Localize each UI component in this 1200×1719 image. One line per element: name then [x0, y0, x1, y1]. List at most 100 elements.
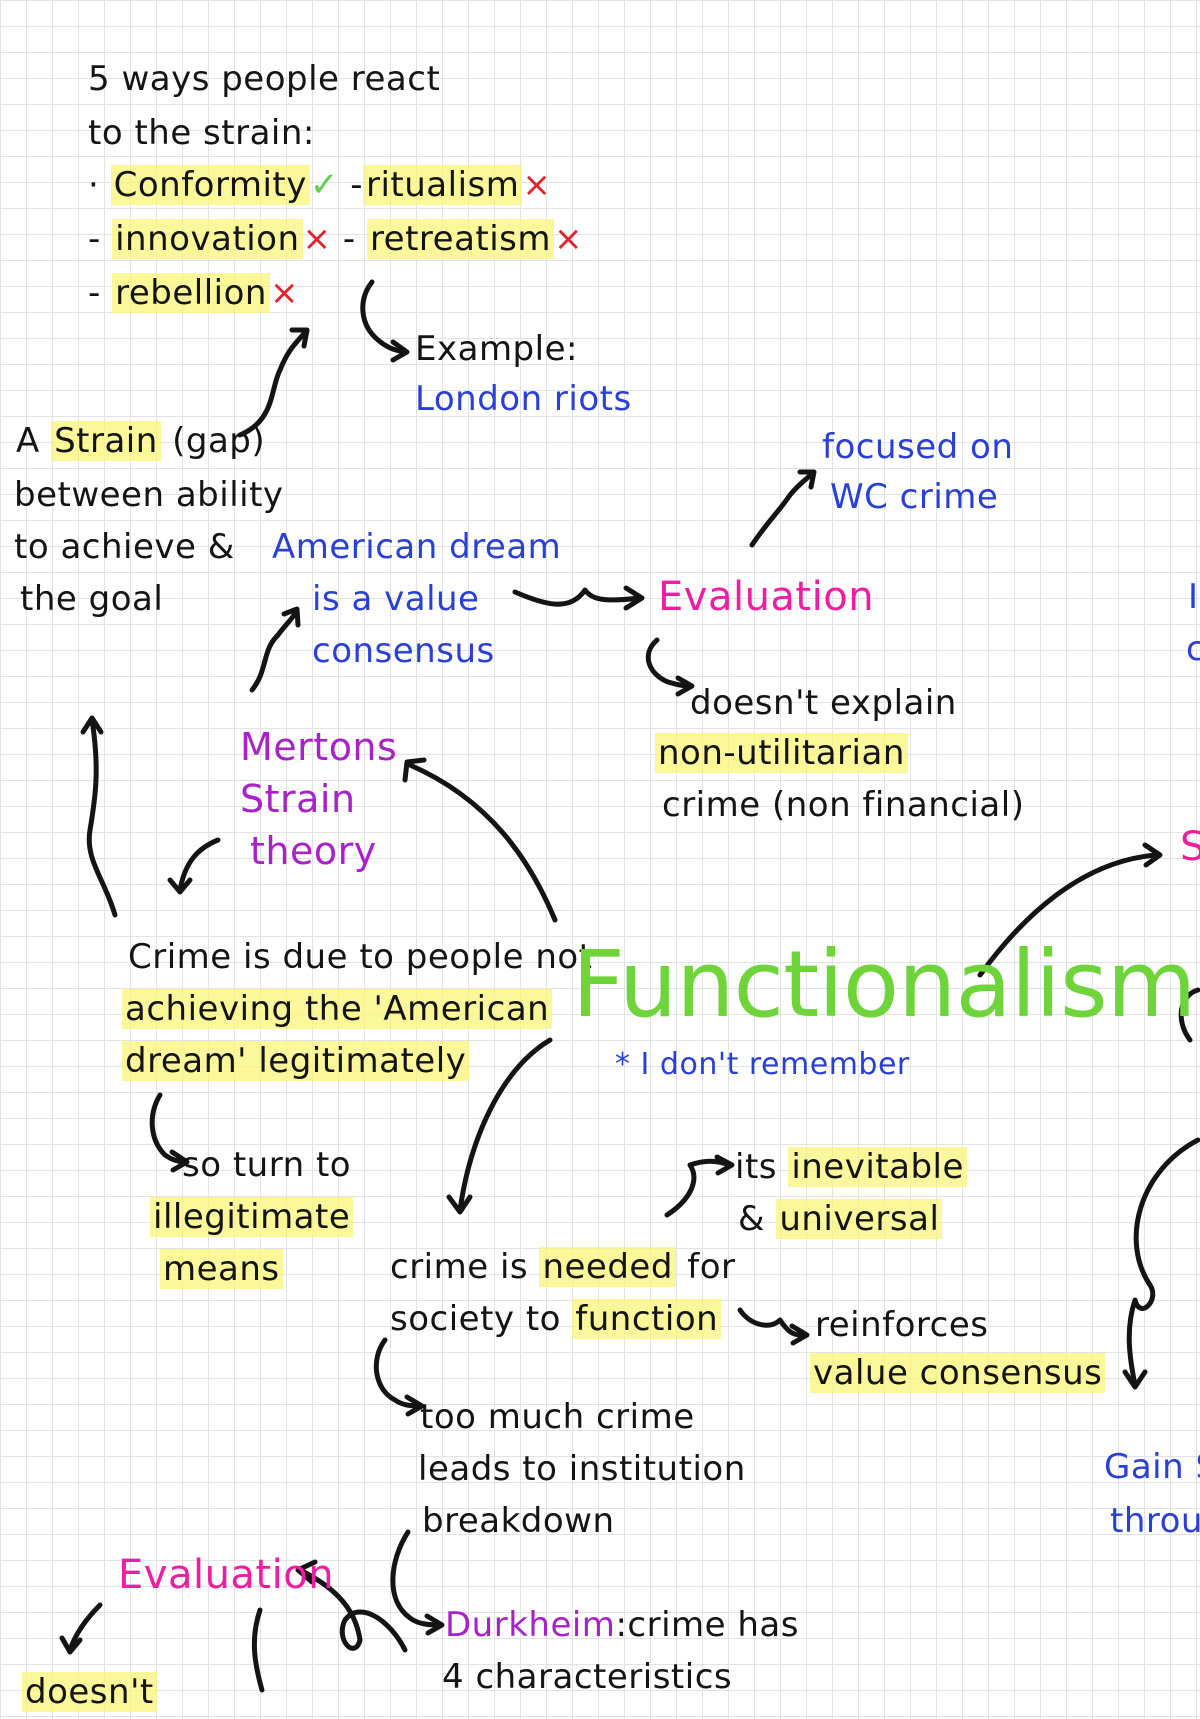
- edge-right-text: I: [1188, 577, 1199, 617]
- crime-due-highlight: dream' legitimately: [122, 1041, 470, 1081]
- evaluation-top-line: crime (non financial): [662, 785, 1025, 825]
- list-dash: -: [350, 165, 363, 205]
- arrow-crime-to-merton: [177, 837, 221, 893]
- inevitable-highlight: inevitable: [788, 1147, 967, 1187]
- arrow-evaluation-left: [67, 1602, 103, 1653]
- evaluation-bottom-highlight: doesn't: [22, 1672, 157, 1712]
- crime-needed-pre: society to: [390, 1299, 561, 1339]
- reinforces-line: reinforces: [815, 1305, 989, 1345]
- strain-def-line: the goal: [20, 579, 164, 619]
- reinforces-line: value consensus: [810, 1346, 1106, 1400]
- illegit-highlight: means: [160, 1249, 283, 1289]
- arrow-toomuch-to-durkheim: [390, 1529, 443, 1628]
- illegit-line: so turn to: [182, 1145, 352, 1185]
- strain-reactions-title: 5 ways people react: [88, 59, 441, 99]
- durkheim-line: Durkheim:crime has: [445, 1598, 799, 1652]
- evaluation-title-bottom: Evaluation: [118, 1552, 335, 1598]
- strain-def-gap: (gap): [172, 421, 266, 461]
- arrow-right-curve: [1126, 1137, 1200, 1388]
- reaction-ritualism: ritualism: [362, 165, 523, 205]
- too-much-line: breakdown: [422, 1501, 615, 1541]
- american-dream-line: American dream: [272, 527, 562, 567]
- evaluation-top-line: doesn't explain: [690, 683, 957, 723]
- strain-reactions-title: to the strain:: [88, 113, 315, 153]
- too-much-line: too much crime: [420, 1397, 695, 1437]
- inevitable-line: its inevitable: [735, 1140, 967, 1194]
- list-dash: -: [342, 219, 356, 259]
- edge-right-text: c: [1186, 629, 1200, 669]
- example-label: Example:: [415, 329, 578, 369]
- too-much-line: leads to institution: [418, 1449, 746, 1489]
- american-dream-line: is a value: [312, 579, 480, 619]
- illegit-highlight: illegitimate: [150, 1197, 354, 1237]
- focused-line: focused on: [822, 427, 1014, 467]
- crime-due-line: Crime is due to people not: [128, 937, 593, 977]
- functionalism-note: * I don't remember: [615, 1047, 910, 1082]
- arrow-left-up: [86, 717, 118, 918]
- crime-needed-highlight: needed: [539, 1247, 676, 1287]
- reaction-rebellion: rebellion: [112, 273, 270, 313]
- crime-needed-post: for: [687, 1247, 736, 1287]
- edge-right-text: Gain S: [1104, 1447, 1200, 1487]
- reinforces-highlight: value consensus: [810, 1353, 1106, 1393]
- evaluation-top-highlight: non-utilitarian: [655, 733, 908, 773]
- strain-def-line: to achieve &: [14, 527, 235, 567]
- crime-due-highlight: achieving the 'American: [122, 989, 553, 1029]
- illegit-line: means: [160, 1242, 283, 1296]
- arrow-evaluation-hook: [645, 637, 693, 689]
- durkheim-line: 4 characteristics: [442, 1657, 733, 1697]
- universal-highlight: universal: [776, 1199, 943, 1239]
- arrow-needed-to-toomuch: [373, 1337, 423, 1409]
- arrow-functionalism-to-merton: [407, 762, 558, 923]
- edge-right-text: throu: [1110, 1501, 1200, 1541]
- crime-due-line: achieving the 'American: [122, 982, 553, 1036]
- arrow-dream-to-evaluation: [512, 587, 643, 607]
- cross-icon: ×: [302, 219, 332, 259]
- arrow-evaluation-to-focused: [749, 471, 815, 548]
- arrow-functionalism-to-needed: [457, 1037, 553, 1213]
- evaluation-title-top: Evaluation: [658, 574, 875, 620]
- arrow-function-to-reinforces: [737, 1307, 808, 1338]
- strain-def-a: A: [16, 421, 40, 461]
- list-dash: -: [88, 219, 101, 259]
- merton-line: theory: [250, 829, 377, 873]
- focused-line: WC crime: [830, 477, 999, 517]
- crime-needed-line: crime is needed for: [390, 1240, 735, 1294]
- inevitable-amp: &: [738, 1199, 766, 1239]
- cross-icon: ×: [522, 165, 552, 205]
- illegit-line: illegitimate: [150, 1190, 354, 1244]
- functionalism-title: Functionalism: [572, 931, 1196, 1038]
- cross-icon: ×: [554, 219, 584, 259]
- reaction-row: · Conformity✓ -ritualism×: [88, 158, 551, 212]
- edge-right-text: S: [1180, 824, 1200, 870]
- inevitable-line: & universal: [738, 1192, 943, 1246]
- arrow-evaluation-down: [251, 1607, 265, 1693]
- strain-def-line: between ability: [14, 475, 284, 515]
- strain-def-line: A Strain (gap): [16, 414, 265, 468]
- reaction-conformity: Conformity: [110, 165, 310, 205]
- crime-needed-line: society to function: [390, 1292, 722, 1346]
- function-highlight: function: [572, 1299, 722, 1339]
- durkheim-text: :crime has: [615, 1605, 799, 1645]
- arrow-needed-to-inevitable: [664, 1158, 733, 1218]
- crime-needed-pre: crime is: [390, 1247, 529, 1287]
- strain-def-highlight: Strain: [51, 421, 161, 461]
- american-dream-line: consensus: [312, 631, 495, 671]
- merton-line: Strain: [240, 777, 356, 821]
- reaction-innovation: innovation: [112, 219, 303, 259]
- list-dash: -: [88, 273, 101, 313]
- crime-due-line: dream' legitimately: [122, 1034, 470, 1088]
- cross-icon: ×: [269, 273, 299, 313]
- merton-line: Mertons: [240, 725, 398, 769]
- arrow-merton-to-dream: [249, 609, 299, 693]
- reaction-row: - rebellion×: [88, 266, 299, 320]
- arrow-strain-to-list: [237, 329, 308, 438]
- durkheim-name: Durkheim: [445, 1605, 616, 1645]
- arrow-list-to-example: [360, 279, 408, 355]
- evaluation-bottom-cut: doesn't: [22, 1665, 157, 1719]
- list-bullet: ·: [88, 165, 100, 205]
- reaction-row: - innovation× - retreatism×: [88, 212, 583, 266]
- check-icon: ✓: [309, 165, 339, 205]
- example-value: London riots: [415, 379, 632, 419]
